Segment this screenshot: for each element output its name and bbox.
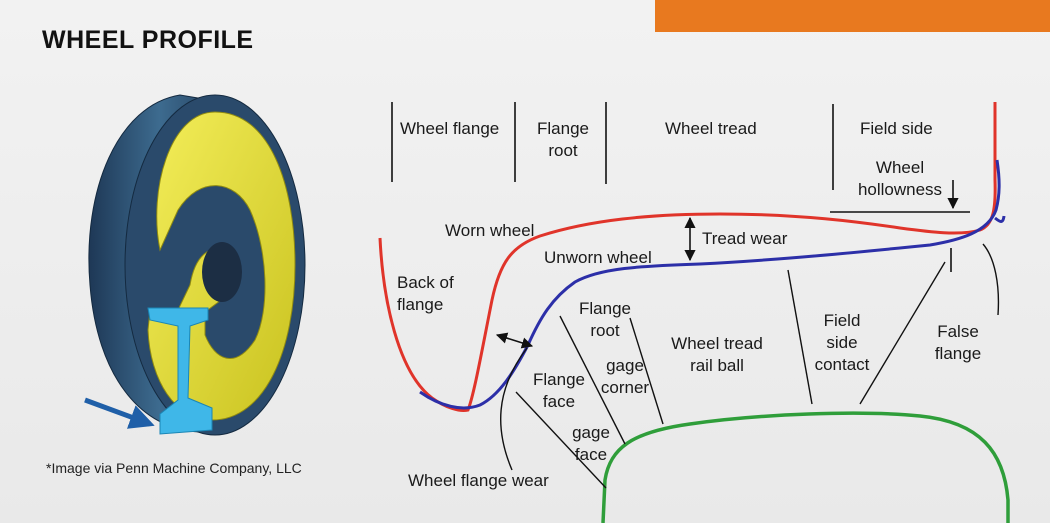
hollowness-indicator [830,180,970,272]
flange-wear-arrow [495,332,534,349]
leader-lines [499,243,1000,489]
accent-bar [655,0,1050,32]
region-label-wheel-tread: Wheel tread [665,119,757,138]
wheel-bore [202,242,242,302]
label-unworn-wheel: Unworn wheel [544,248,652,267]
wheel-illustration [84,94,306,436]
unworn-wheel-profile [419,159,1006,410]
region-label-wheel-flange: Wheel flange [400,119,500,138]
region-label-field-side: Field side [860,119,933,138]
image-credit: *Image via Penn Machine Company, LLC [46,460,302,476]
label-worn-wheel: Worn wheel [445,221,535,240]
rail-head-profile [601,411,1010,523]
rail-section [147,307,213,435]
pointer-arrow [84,397,155,429]
label-wheel-flange-wear: Wheel flange wear [408,471,549,490]
slide-title: WHEEL PROFILE [42,26,254,54]
region-dividers [391,102,834,190]
label-tread-wear: Tread wear [702,229,788,248]
